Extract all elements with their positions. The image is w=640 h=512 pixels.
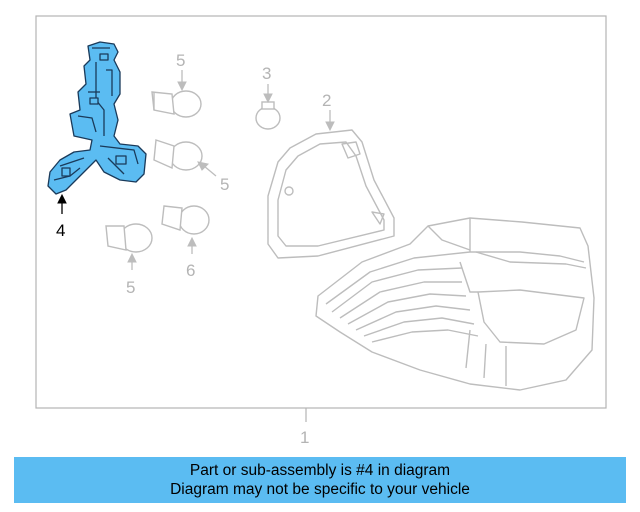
callout-5-middle-arrow bbox=[197, 161, 217, 177]
bulb-part-3[interactable] bbox=[255, 101, 281, 130]
callout-3-arrow bbox=[263, 84, 273, 104]
callout-5-bottom-arrow bbox=[127, 252, 137, 270]
callout-5-bottom-label: 5 bbox=[126, 278, 135, 297]
callout-4-arrow bbox=[57, 193, 67, 214]
bulb-part-5-top[interactable] bbox=[151, 90, 202, 118]
bulb-part-5-bottom[interactable] bbox=[105, 223, 153, 253]
callout-6-arrow bbox=[187, 236, 197, 254]
callout-2-arrow bbox=[325, 110, 335, 132]
socket-harness-part-4[interactable] bbox=[47, 41, 147, 195]
callout-3-label: 3 bbox=[262, 64, 271, 83]
callout-5-top-label: 5 bbox=[176, 51, 185, 70]
callout-1-label: 1 bbox=[300, 428, 309, 447]
info-banner: Part or sub-assembly is #4 in diagram Di… bbox=[14, 457, 626, 503]
gasket-part-2[interactable] bbox=[267, 129, 395, 259]
callout-2-label: 2 bbox=[322, 91, 331, 110]
diagram-frame bbox=[35, 15, 607, 409]
callout-5-top-arrow bbox=[177, 70, 187, 92]
banner-line-2: Diagram may not be specific to your vehi… bbox=[170, 481, 470, 498]
tail-lamp-assembly-part-1[interactable] bbox=[315, 217, 595, 391]
callout-5-middle-label: 5 bbox=[220, 175, 229, 194]
bulb-part-5-middle[interactable] bbox=[153, 139, 203, 171]
bulb-part-6[interactable] bbox=[161, 205, 210, 235]
callout-4-label: 4 bbox=[56, 221, 65, 240]
callout-6-label: 6 bbox=[186, 261, 195, 280]
banner-line-1: Part or sub-assembly is #4 in diagram bbox=[189, 462, 451, 479]
